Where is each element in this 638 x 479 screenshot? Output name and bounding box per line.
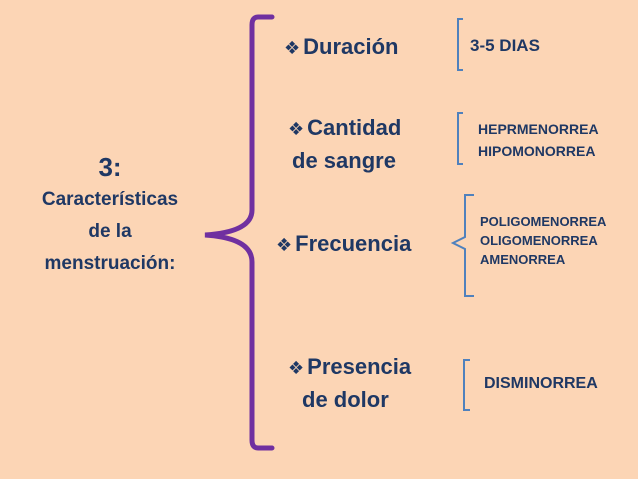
bracket-duracion bbox=[457, 18, 463, 71]
value-item: AMENORREA bbox=[480, 252, 566, 267]
category-duracion: ❖Duración bbox=[284, 31, 399, 64]
title-line-1: Características bbox=[41, 189, 179, 210]
category-frecuencia: ❖Frecuencia bbox=[276, 228, 411, 261]
main-title: 3: Características de la menstruación: bbox=[0, 150, 220, 280]
value-item: POLIGOMENORREA bbox=[480, 214, 607, 229]
value-item: OLIGOMENORREA bbox=[480, 233, 598, 248]
value-item: HEPRMENORREA bbox=[478, 121, 599, 137]
values-frecuencia: POLIGOMENORREA OLIGOMENORREA AMENORREA bbox=[480, 212, 606, 269]
values-duracion: 3-5 DIAS bbox=[470, 36, 540, 55]
value-item: 3-5 DIAS bbox=[470, 36, 540, 55]
category-label-line-2: de sangre bbox=[292, 148, 396, 173]
diamond-bullet-icon: ❖ bbox=[276, 235, 293, 255]
title-number: 3: bbox=[98, 152, 122, 182]
category-label: Cantidad bbox=[307, 115, 402, 140]
bracket-dolor bbox=[463, 359, 470, 411]
category-cantidad: ❖Cantidad de sangre bbox=[288, 112, 401, 177]
values-dolor: DISMINORREA bbox=[484, 374, 598, 393]
title-line-3: menstruación: bbox=[44, 253, 176, 274]
category-presencia: ❖Presencia de dolor bbox=[288, 351, 411, 416]
main-bracket bbox=[204, 14, 275, 451]
value-item: DISMINORREA bbox=[484, 375, 598, 392]
diamond-bullet-icon: ❖ bbox=[284, 38, 301, 58]
bracket-frecuencia bbox=[450, 194, 474, 297]
diamond-bullet-icon: ❖ bbox=[288, 119, 305, 139]
category-label: Duración bbox=[303, 34, 399, 59]
bracket-cantidad bbox=[457, 112, 463, 165]
value-item: HIPOMONORREA bbox=[478, 143, 596, 159]
values-cantidad: HEPRMENORREA HIPOMONORREA bbox=[478, 118, 599, 162]
category-label: Presencia bbox=[307, 354, 412, 379]
category-label-line-2: de dolor bbox=[302, 387, 389, 412]
title-line-2: de la bbox=[88, 221, 132, 242]
category-label: Frecuencia bbox=[295, 231, 412, 256]
diamond-bullet-icon: ❖ bbox=[288, 358, 305, 378]
